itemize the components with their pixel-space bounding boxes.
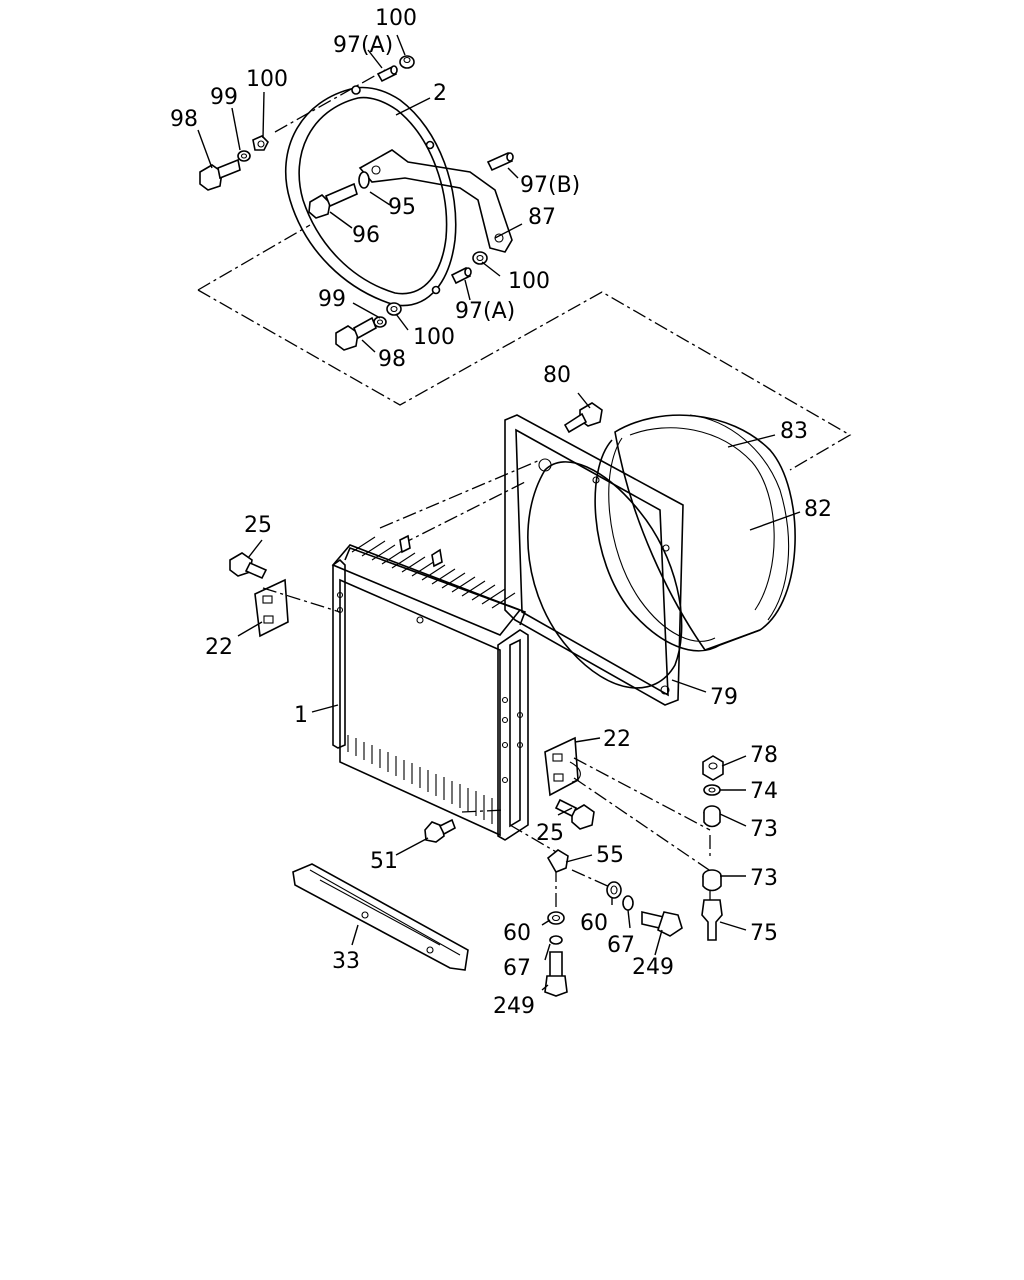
callout-60-right: 60 bbox=[580, 911, 608, 936]
callout-100-right: 100 bbox=[508, 269, 550, 294]
callout-97b: 97(B) bbox=[520, 173, 580, 198]
bolt-249-lower bbox=[544, 951, 568, 997]
callout-25-lower: 25 bbox=[536, 821, 564, 846]
washer-67-lower bbox=[549, 935, 563, 945]
callout-55: 55 bbox=[596, 843, 624, 868]
callout-22-left: 22 bbox=[205, 635, 233, 660]
callout-22-right: 22 bbox=[603, 727, 631, 752]
callout-60-lower: 60 bbox=[503, 921, 531, 946]
bolt-98-top bbox=[199, 158, 241, 191]
callout-98-lower: 98 bbox=[378, 347, 406, 372]
bolt-96 bbox=[308, 182, 358, 219]
radiator-core bbox=[331, 534, 529, 841]
grommet-73-upper bbox=[703, 805, 721, 828]
callout-2: 2 bbox=[433, 81, 447, 106]
radiator-bottom-fins bbox=[347, 735, 493, 824]
callout-249-lower: 249 bbox=[493, 994, 535, 1019]
pin-97a-top bbox=[376, 65, 398, 83]
washer-99-top bbox=[237, 150, 251, 162]
bolt-98-lower bbox=[335, 316, 378, 351]
callout-98-top: 98 bbox=[170, 107, 198, 132]
nut-78 bbox=[702, 755, 724, 781]
callout-51: 51 bbox=[370, 849, 398, 874]
callout-67-right: 67 bbox=[607, 933, 635, 958]
callout-33: 33 bbox=[332, 949, 360, 974]
washer-74 bbox=[703, 784, 721, 796]
upper-hardware bbox=[199, 55, 514, 351]
grommet-73-lower bbox=[702, 869, 722, 892]
callout-labels: 100 97(A) 100 2 99 98 97(B) 95 87 96 100… bbox=[170, 6, 832, 1019]
side-bracket-left bbox=[254, 578, 289, 638]
bolt-249-right bbox=[641, 910, 683, 937]
fan-shroud-frame bbox=[504, 414, 684, 706]
callout-80: 80 bbox=[543, 363, 571, 388]
bolt-25-lower bbox=[554, 798, 595, 830]
washer-95 bbox=[358, 171, 370, 189]
nut-100-right bbox=[472, 251, 488, 265]
nut-100-top bbox=[399, 55, 415, 69]
hose-fitting-55 bbox=[546, 849, 569, 874]
callout-100-lower: 100 bbox=[413, 325, 455, 350]
callout-82: 82 bbox=[804, 497, 832, 522]
callout-100-top: 100 bbox=[375, 6, 417, 31]
callout-74: 74 bbox=[750, 779, 778, 804]
callout-97a-top: 97(A) bbox=[333, 33, 393, 58]
callout-100-left: 100 bbox=[246, 67, 288, 92]
washer-67-right bbox=[622, 895, 634, 911]
callout-25-upper: 25 bbox=[244, 513, 272, 538]
callout-79: 79 bbox=[710, 685, 738, 710]
callout-87: 87 bbox=[528, 205, 556, 230]
nut-100-lower bbox=[386, 302, 402, 316]
pin-97b bbox=[486, 151, 514, 172]
callout-73-lower: 73 bbox=[750, 866, 778, 891]
callout-75: 75 bbox=[750, 921, 778, 946]
side-bracket-right bbox=[544, 736, 581, 797]
stud-75 bbox=[701, 899, 723, 941]
callout-99-lower: 99 bbox=[318, 287, 346, 312]
fan-shroud-ring bbox=[285, 85, 457, 307]
nut-100-left bbox=[252, 135, 269, 151]
radiator-top-fins bbox=[351, 536, 516, 609]
grommet-60-lower bbox=[547, 911, 565, 925]
callout-83: 83 bbox=[780, 419, 808, 444]
bolt-25-upper bbox=[229, 552, 268, 580]
pin-97a-lower bbox=[450, 266, 472, 285]
callout-67-lower: 67 bbox=[503, 956, 531, 981]
fan-ring bbox=[594, 414, 796, 652]
callout-97a-lower: 97(A) bbox=[455, 299, 515, 324]
callout-73-upper: 73 bbox=[750, 817, 778, 842]
bolt-80 bbox=[563, 402, 603, 434]
callout-95: 95 bbox=[388, 195, 416, 220]
lower-support bbox=[292, 863, 469, 971]
callout-1: 1 bbox=[294, 703, 308, 728]
callout-99-top: 99 bbox=[210, 85, 238, 110]
callout-78: 78 bbox=[750, 743, 778, 768]
leader-lines bbox=[197, 34, 801, 991]
callout-249-right: 249 bbox=[632, 955, 674, 980]
drain-cock bbox=[424, 818, 456, 843]
callout-96: 96 bbox=[352, 223, 380, 248]
grommet-60-right bbox=[606, 881, 622, 899]
